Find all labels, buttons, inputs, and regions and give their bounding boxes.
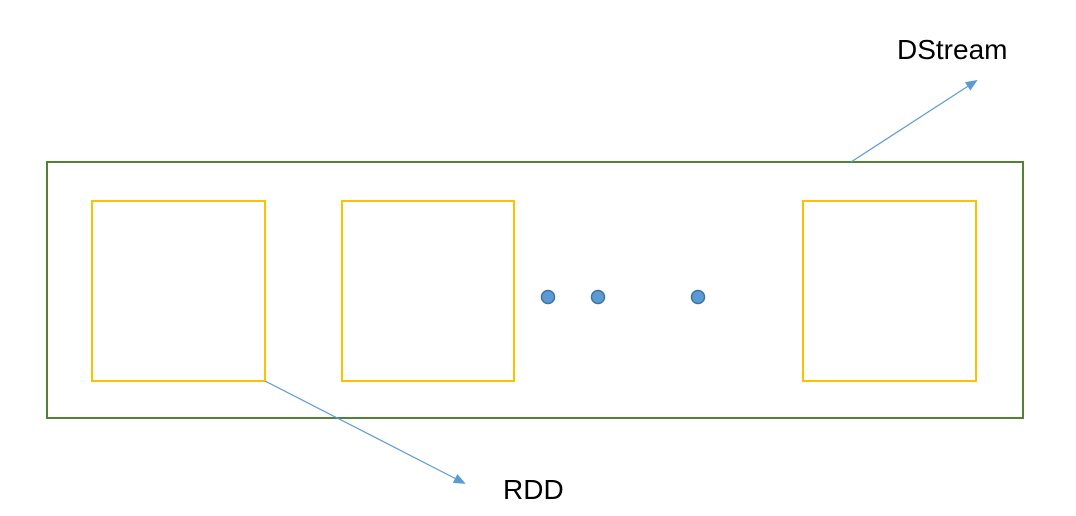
dstream-label: DStream <box>897 34 1008 65</box>
rdd-box-n <box>802 200 977 382</box>
ellipsis-dot-3 <box>690 289 706 305</box>
dstream-container <box>46 161 1024 419</box>
ellipsis-dot-1 <box>540 289 556 305</box>
rdd-box-1 <box>91 200 266 382</box>
rdd-box-2 <box>341 200 515 382</box>
rdd-label: RDD <box>503 474 564 505</box>
dstream-arrow <box>850 79 978 163</box>
ellipsis-dot-2 <box>590 289 606 305</box>
rdd-arrow <box>264 380 466 484</box>
